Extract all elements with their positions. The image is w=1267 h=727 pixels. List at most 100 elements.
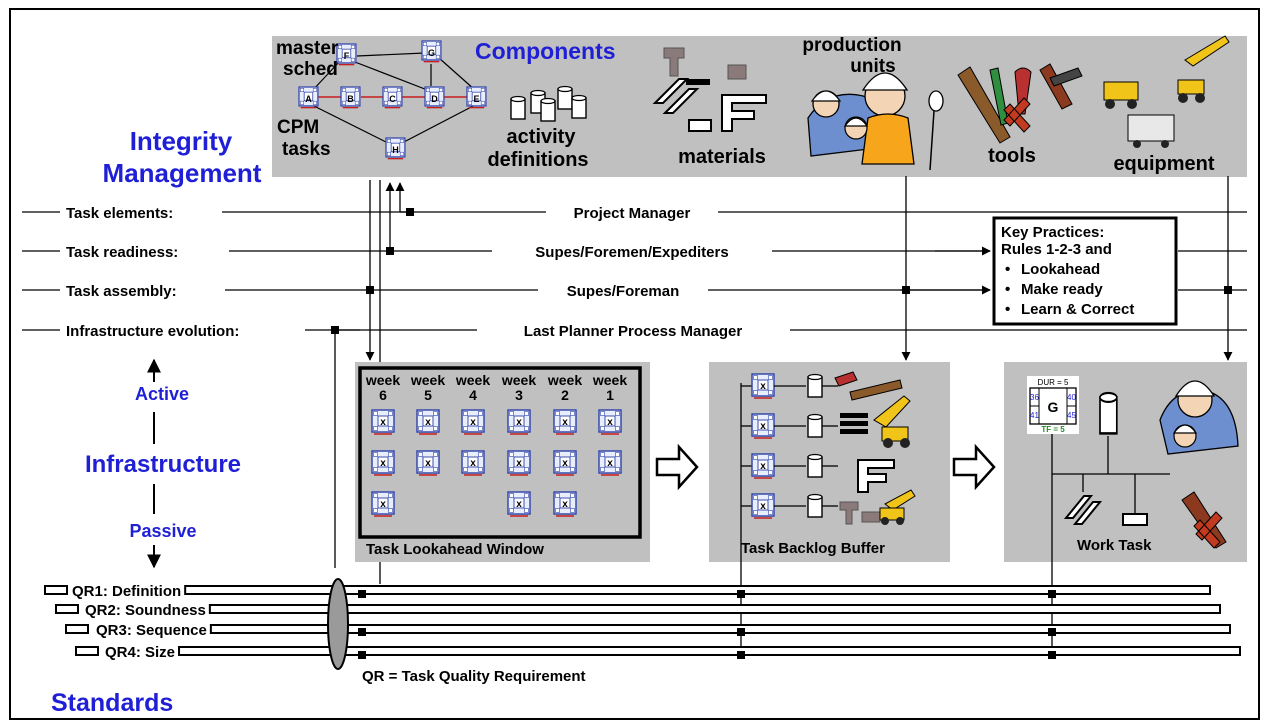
tools-illustration — [957, 63, 1083, 144]
materials-label: materials — [678, 146, 766, 168]
cpm-node-h: H — [385, 137, 406, 160]
flow-arrow-icon — [655, 443, 699, 491]
node-late-start: 41 — [1030, 411, 1039, 420]
materials-icon — [652, 47, 767, 132]
qr-bar — [184, 585, 1211, 595]
cpm-node-e: E — [466, 86, 487, 109]
cpm-node-f: F — [336, 43, 357, 66]
key-practices-rules: Rules 1-2-3 and — [1001, 241, 1112, 258]
activity-label: activity — [507, 126, 577, 148]
week-label: week — [592, 372, 627, 388]
lookahead-task: x — [461, 450, 485, 476]
cpm-node-c: C — [382, 86, 403, 109]
units-label: units — [850, 56, 895, 77]
layer-label-task-assembly: Task assembly: — [66, 283, 177, 300]
task-mark: x — [425, 458, 431, 469]
qr-label: QR1: Definition — [72, 583, 181, 600]
week-number: 1 — [606, 387, 614, 403]
lookahead-task: x — [598, 450, 622, 476]
master-label: master — [276, 38, 339, 59]
qr-definition-note: QR = Task Quality Requirement — [362, 668, 586, 685]
work-task-title: Work Task — [1077, 537, 1152, 554]
week-number: 5 — [424, 387, 432, 403]
backlog-task: x — [751, 413, 775, 439]
lookahead-task: x — [553, 491, 577, 517]
qr-bar — [178, 646, 1241, 656]
week-label: week — [547, 372, 582, 388]
week-number: 4 — [469, 387, 477, 403]
node-duration: DUR = 5 — [1038, 378, 1069, 387]
lookahead-task: x — [416, 409, 440, 435]
task-mark: x — [425, 417, 431, 428]
layer-owner-last-planner: Last Planner Process Manager — [524, 323, 743, 340]
svg-text:D: D — [431, 94, 438, 104]
task-mark: x — [380, 417, 386, 428]
practice-make-ready: Make ready — [1021, 281, 1103, 298]
task-mark: x — [516, 417, 522, 428]
week-label: week — [410, 372, 445, 388]
standards-title: Standards — [51, 689, 173, 717]
key-practices-box — [992, 216, 1178, 326]
activity-scroll-icon — [807, 453, 823, 478]
lookahead-task: x — [507, 450, 531, 476]
bullet: • — [1005, 301, 1010, 318]
node-early-finish: 40 — [1067, 393, 1076, 402]
qr-label: QR3: Sequence — [96, 622, 207, 639]
qr-bar-stub — [75, 646, 99, 656]
backlog-task: x — [751, 453, 775, 479]
week-label: week — [455, 372, 490, 388]
layer-label-task-readiness: Task readiness: — [66, 244, 178, 261]
infrastructure-label: Infrastructure — [85, 451, 241, 478]
tasks-label: tasks — [282, 139, 331, 160]
layer-owner-supes-expediters: Supes/Foremen/Expediters — [535, 244, 728, 261]
lookahead-window-frame — [358, 366, 642, 539]
backlog-task-rows: x x x x — [741, 373, 838, 519]
backlog-task: x — [751, 373, 775, 399]
components-title: Components — [475, 38, 616, 64]
backlog-task: x — [751, 493, 775, 519]
definitions-label: definitions — [487, 149, 588, 171]
task-mark: x — [607, 458, 613, 469]
task-mark: x — [516, 458, 522, 469]
task-mark: x — [380, 499, 386, 510]
production-label: production — [802, 35, 901, 56]
activity-scroll-icon — [807, 413, 823, 438]
lookahead-task: x — [553, 409, 577, 435]
svg-text:A: A — [305, 94, 312, 104]
standards-dots — [358, 590, 1056, 659]
connector-dots — [331, 208, 1232, 334]
task-mark: x — [562, 417, 568, 428]
bullet: • — [1005, 281, 1010, 298]
cpm-node-a: A — [298, 86, 319, 109]
activity-scroll-icon — [1098, 391, 1119, 435]
lookahead-task: x — [416, 450, 440, 476]
cpm-node-b: B — [340, 86, 361, 109]
task-mark: x — [760, 381, 766, 392]
activity-scroll-icon — [807, 493, 823, 518]
task-mark: x — [760, 461, 766, 472]
qr-bar — [209, 624, 1231, 634]
cpm-label: CPM — [277, 117, 319, 138]
week-number: 6 — [379, 387, 387, 403]
week-label: week — [501, 372, 536, 388]
task-mark: x — [470, 417, 476, 428]
passive-label: Passive — [129, 521, 196, 541]
cpm-node-g: G — [421, 40, 442, 63]
lookahead-task: x — [371, 491, 395, 517]
node-name: G — [1048, 399, 1059, 415]
backlog-panel — [709, 362, 950, 562]
week-label: week — [365, 372, 400, 388]
layer-label-task-elements: Task elements: — [66, 205, 173, 222]
task-mark: x — [760, 421, 766, 432]
svg-text:G: G — [428, 48, 435, 58]
lookahead-task: x — [553, 450, 577, 476]
tools-label: tools — [988, 145, 1036, 167]
equipment-illustration — [1103, 35, 1230, 148]
svg-text:H: H — [392, 145, 399, 155]
lookahead-task: x — [371, 409, 395, 435]
layer-label-infrastructure-evolution: Infrastructure evolution: — [66, 323, 239, 340]
flow-arrow-icon — [952, 443, 996, 491]
svg-text:F: F — [344, 51, 350, 61]
